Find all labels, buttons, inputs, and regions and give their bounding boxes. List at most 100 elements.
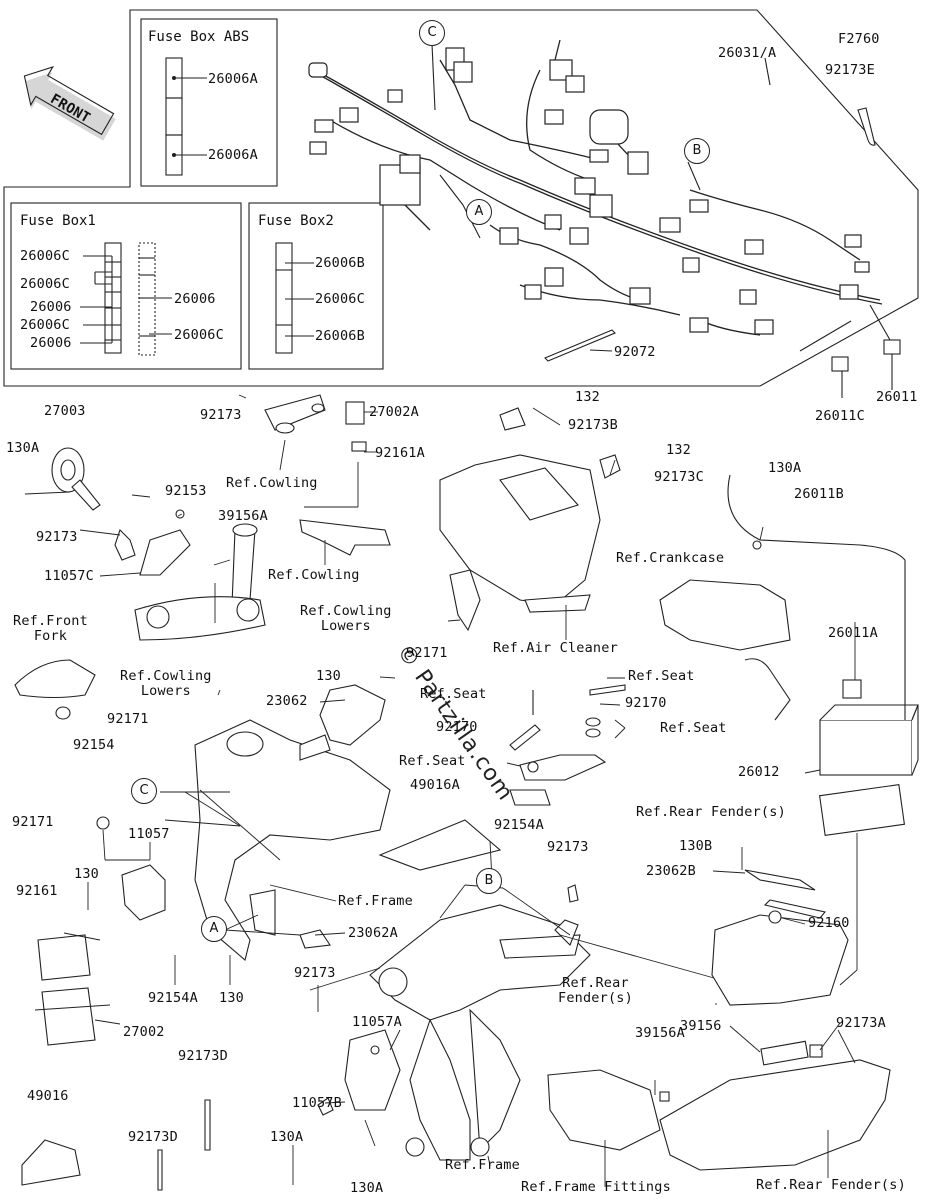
fuse-box1-item: 26006 xyxy=(30,299,72,315)
part-label: 26012 xyxy=(738,764,780,780)
fuse-abs-item: 26006A xyxy=(208,71,258,87)
part-label: Ref.Cowling xyxy=(268,567,360,583)
part-92072-drawing xyxy=(544,329,616,362)
part-label: 92171 xyxy=(107,711,149,727)
part-label: Ref.Seat xyxy=(420,686,487,702)
part-label: Ref.Seat xyxy=(628,668,695,684)
harness-connectors xyxy=(308,47,870,335)
part-label: 27002 xyxy=(123,1024,165,1040)
part-label: Ref.Cowling Lowers xyxy=(300,603,392,634)
part-label: 27003 xyxy=(44,403,86,419)
part-label: 39156A xyxy=(218,508,268,524)
part-label: 26011A xyxy=(828,625,878,641)
fuse-box1-title: Fuse Box1 xyxy=(20,213,96,229)
fuse-box2-title: Fuse Box2 xyxy=(258,213,334,229)
part-label: 92161A xyxy=(375,445,425,461)
part-label: 23062 xyxy=(266,693,308,709)
part-label: 130A xyxy=(350,1180,384,1196)
part-label: 130A xyxy=(6,440,40,456)
part-label: 92173 xyxy=(547,839,589,855)
part-label: 92173E xyxy=(825,62,875,78)
callout-a: A xyxy=(201,916,227,942)
part-label: Ref.Crankcase xyxy=(616,550,725,566)
fuse-box1-item: 26006C xyxy=(174,327,224,343)
part-label: 92173 xyxy=(36,529,78,545)
leader-lines xyxy=(24,394,858,1187)
front-fork-assembly xyxy=(14,394,391,720)
part-label: 92173B xyxy=(568,417,618,433)
part-label: 130 xyxy=(74,866,99,882)
part-label: 39156A xyxy=(635,1025,685,1041)
part-label: 92173 xyxy=(200,407,242,423)
part-label: 130A xyxy=(270,1129,304,1145)
part-label: Ref.Rear Fender(s) xyxy=(756,1177,906,1193)
part-92173E-drawing xyxy=(857,107,876,146)
fuse-box-abs-frame xyxy=(140,18,278,187)
fuse-box1-frame xyxy=(10,202,242,370)
part-label: Ref.Frame xyxy=(338,893,413,909)
part-label: 26011B xyxy=(794,486,844,502)
fuse-box1-item: 26006C xyxy=(20,248,70,264)
part-label: 92154 xyxy=(73,737,115,753)
fuse-box2-item: 26006C xyxy=(315,291,365,307)
diagram-code: F2760 xyxy=(838,31,880,47)
part-label: Ref.Frame xyxy=(445,1157,520,1173)
harness-boundary xyxy=(3,9,919,387)
part-label: 11057C xyxy=(44,568,94,584)
part-label: 11057B xyxy=(292,1095,342,1111)
fuse-box2-frame xyxy=(248,202,384,370)
part-label: 130 xyxy=(219,990,244,1006)
fuse-abs-item: 26006A xyxy=(208,147,258,163)
part-label: Ref.Cowling Lowers xyxy=(120,668,212,699)
part-label: 23062A xyxy=(348,925,398,941)
part-label: 92160 xyxy=(808,915,850,931)
front-arrow xyxy=(23,65,116,141)
part-label: Ref.Seat xyxy=(399,753,466,769)
fuse-box1-item: 26006 xyxy=(30,335,72,351)
callout-c: C xyxy=(131,778,157,804)
callout-c: C xyxy=(419,20,445,46)
part-label: 39156 xyxy=(680,1018,722,1034)
fuse-box1-item: 26006C xyxy=(20,276,70,292)
part-label: Ref.Cowling xyxy=(226,475,318,491)
part-label: 92171 xyxy=(12,814,54,830)
fender-area xyxy=(378,819,891,1171)
part-label: 92170 xyxy=(436,719,478,735)
callout-a: A xyxy=(466,199,492,225)
part-label: 23062B xyxy=(646,863,696,879)
part-label: 92072 xyxy=(614,344,656,360)
part-label: 92173 xyxy=(294,965,336,981)
part-label: 92173D xyxy=(178,1048,228,1064)
callout-b: B xyxy=(684,138,710,164)
wiring-harness xyxy=(314,39,883,336)
part-label: 130B xyxy=(679,838,713,854)
fuse-box1-item: 26006C xyxy=(20,317,70,333)
air-cleaner xyxy=(439,407,621,632)
part-label: Ref.Frame Fittings xyxy=(521,1179,671,1195)
part-label: Ref.Rear Fender(s) xyxy=(558,975,633,1006)
part-label: 92161 xyxy=(16,883,58,899)
part-label: 130 xyxy=(316,668,341,684)
part-label: 49016A xyxy=(410,777,460,793)
part-label: 49016 xyxy=(27,1088,69,1104)
part-label: 92170 xyxy=(625,695,667,711)
part-label: 130A xyxy=(768,460,802,476)
part-label: Ref.Seat xyxy=(660,720,727,736)
fuse-box2-item: 26006B xyxy=(315,255,365,271)
part-label: 11057 xyxy=(128,826,170,842)
part-label: 92154A xyxy=(148,990,198,1006)
part-label: 26011C xyxy=(815,408,865,424)
part-label: 92173D xyxy=(128,1129,178,1145)
part-label: 132 xyxy=(575,389,600,405)
fuse-box2-item: 26006B xyxy=(315,328,365,344)
seat-brackets xyxy=(509,684,626,806)
callout-b: B xyxy=(476,868,502,894)
part-label: 92173C xyxy=(654,469,704,485)
part-26011C-drawing xyxy=(831,356,849,372)
battery-area xyxy=(659,474,919,836)
part-label: 92154A xyxy=(494,817,544,833)
part-label: 92173A xyxy=(836,1015,886,1031)
part-label: Ref.Rear Fender(s) xyxy=(636,804,786,820)
part-26011-drawing xyxy=(883,339,901,355)
part-label: 92153 xyxy=(165,483,207,499)
